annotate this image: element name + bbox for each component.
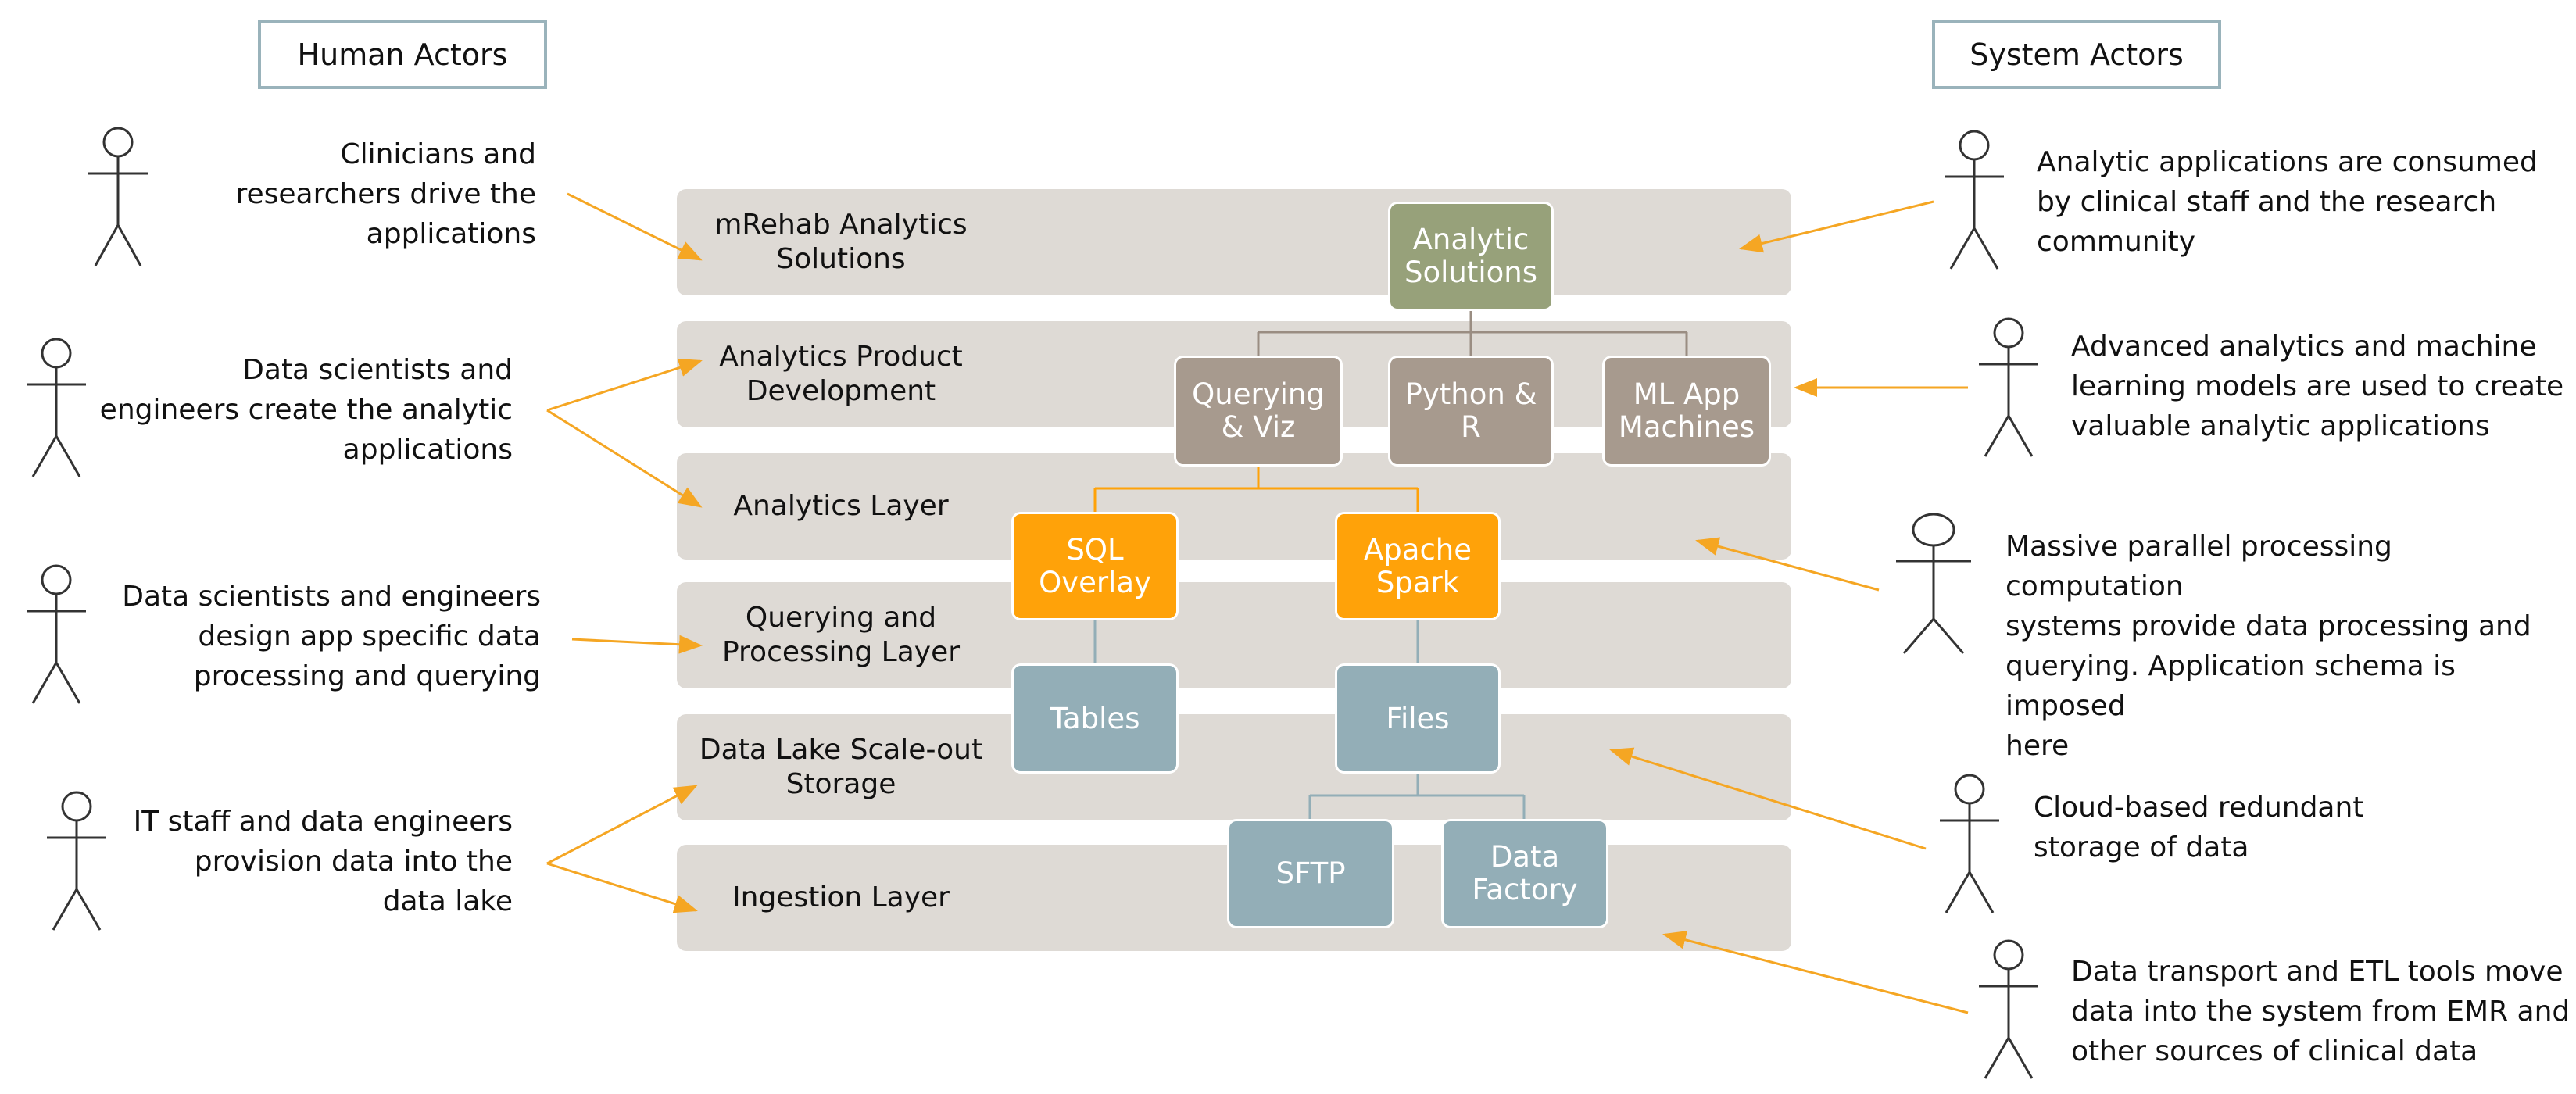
arrow-mpp [1695, 537, 1880, 592]
human-note-create-apps: Data scientists and engineers create the… [99, 354, 513, 466]
arrow-data-scientists-analytics [546, 409, 703, 508]
system-note-consumed: Analytic applications are consumed by cl… [2037, 146, 2538, 258]
system-actor-3-icon [1896, 513, 1971, 654]
human-actor-2-icon [27, 338, 86, 477]
layer-band-solutions [677, 189, 1791, 295]
layer-band-querying-processing [677, 582, 1791, 688]
layer-label-solutions: mRehab Analytics Solutions [714, 209, 968, 275]
arrow-design-querying [571, 635, 703, 654]
human-actor-1-icon [88, 127, 148, 266]
node-sql-overlay: SQL Overlay [1011, 512, 1179, 620]
node-tables: Tables [1011, 663, 1179, 774]
system-actors-header: System Actors [1932, 20, 2221, 89]
human-actors-header: Human Actors [258, 20, 547, 89]
layer-label-data-lake-storage: Data Lake Scale-out Storage [699, 734, 983, 800]
system-note-cloud-storage: Cloud-based redundant storage of data [2034, 792, 2364, 863]
human-note-clinicians: Clinicians and researchers drive the app… [235, 138, 536, 250]
system-actor-5-icon [1979, 939, 2038, 1079]
layer-label-querying-processing: Querying and Processing Layer [721, 602, 961, 668]
system-note-ml-models: Advanced analytics and machine learning … [2071, 331, 2564, 442]
layer-label-ingestion: Ingestion Layer [732, 881, 950, 913]
node-analytic-solutions: Analytic Solutions [1388, 202, 1554, 311]
human-note-provision-data: IT staff and data engineers provision da… [133, 806, 513, 917]
node-python-r: Python & R [1388, 356, 1554, 467]
human-note-design-querying: Data scientists and engineers design app… [122, 581, 541, 692]
human-actor-3-icon [27, 564, 86, 704]
node-apache-spark: Apache Spark [1335, 512, 1501, 620]
layer-band-analytics [677, 453, 1791, 560]
layer-label-product-development: Analytics Product Development [719, 341, 963, 407]
node-data-factory: Data Factory [1441, 819, 1608, 928]
layer-band-data-lake-storage [677, 714, 1791, 820]
connector-storage-links [1093, 620, 1526, 819]
system-note-etl: Data transport and ETL tools move data i… [2071, 956, 2571, 1067]
arrow-data-scientists-product [546, 358, 703, 412]
annotation-arrows [546, 192, 1969, 1014]
connector-solutions-tree [1257, 311, 1688, 356]
human-actor-4-icon [47, 791, 106, 931]
arrow-it-staff-ingestion [546, 862, 698, 913]
system-note-mpp: Massive parallel processing computation … [2005, 531, 2531, 762]
arrow-consumed [1739, 200, 1934, 253]
arrow-cloud-storage [1609, 747, 1927, 850]
node-sftp: SFTP [1227, 819, 1394, 928]
node-files: Files [1335, 663, 1501, 774]
layer-label-analytics: Analytics Layer [733, 490, 949, 522]
node-ml-app-machines: ML App Machines [1602, 356, 1771, 467]
stick-figures [27, 127, 2038, 1079]
arrow-it-staff-storage [546, 785, 698, 865]
system-actor-4-icon [1940, 774, 1999, 913]
connector-querying-tree [1093, 467, 1419, 512]
system-actor-2-icon [1979, 317, 2038, 457]
arrow-etl [1662, 931, 1969, 1014]
node-querying-viz: Querying & Viz [1174, 356, 1343, 467]
arrow-clinicians [567, 192, 703, 261]
system-actor-1-icon [1945, 130, 2004, 270]
